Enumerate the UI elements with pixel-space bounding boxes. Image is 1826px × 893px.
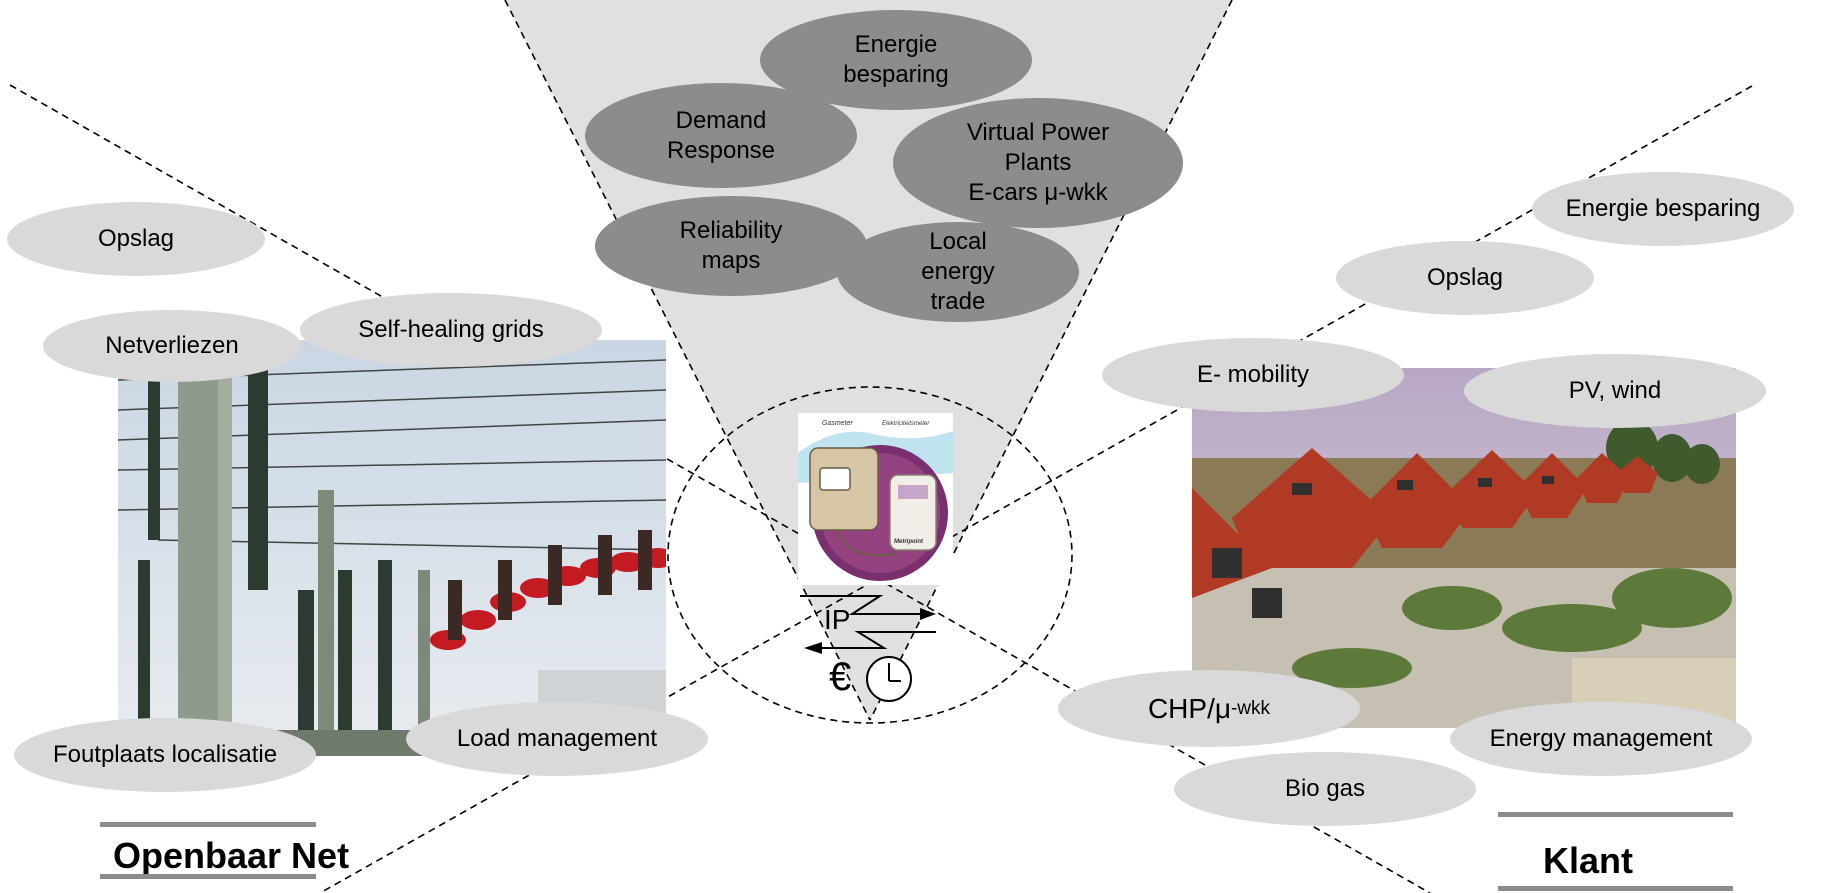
bubble-pv-wind: PV, wind (1464, 354, 1766, 428)
center-ellipse (667, 386, 1073, 724)
klant-label: Klant (1543, 840, 1633, 881)
houses-photo (1192, 368, 1736, 728)
divider-top-left (9, 84, 1431, 893)
bubble-e-mobility: E- mobility (1102, 338, 1404, 412)
bubble-netverliezen: Netverliezen (43, 310, 301, 382)
klant-bar-top (1498, 812, 1733, 817)
clock-icon (866, 656, 912, 702)
bubble-demand-response: Demand Response (585, 83, 857, 188)
bubble-self-healing-grids: Self-healing grids (300, 293, 602, 367)
chp-main-text: CHP/μ (1147, 692, 1231, 724)
bubble-reliability-maps: Reliability maps (595, 196, 867, 296)
openbaar-net-label: Openbaar Net (113, 835, 350, 876)
klant-bar-bottom (1498, 886, 1733, 891)
substation-photo (118, 340, 666, 756)
bubble-local-energy-trade: Local energy trade (837, 222, 1079, 322)
ip-exchange-icon: IP (800, 595, 936, 654)
bubble-opslag-left: Opslag (7, 202, 265, 276)
bubble-energie-besparing-right: Energie besparing (1532, 172, 1794, 246)
smart-meter-image: Gasmeter Elektriciteitsmeter Metripoint (798, 413, 953, 585)
bubble-bio-gas: Bio gas (1174, 752, 1476, 826)
euro-symbol: € (829, 655, 852, 699)
bubble-energy-management: Energy management (1450, 702, 1752, 776)
bubble-chp: CHP/μ-wkk (1058, 670, 1360, 747)
chp-small-text: -wkk (1230, 697, 1271, 719)
bubble-virtual-power-plants: Virtual Power Plants E-cars μ-wkk (893, 98, 1183, 228)
bubble-foutplaats-localisatie: Foutplaats localisatie (14, 718, 316, 792)
funnel-left-edge (504, 0, 871, 721)
metripoint-brand: Metripoint (894, 539, 924, 545)
funnel-right-edge (869, 0, 1233, 721)
bubble-opslag-right: Opslag (1336, 241, 1594, 315)
openbaar-net-bar-bottom (100, 874, 316, 879)
elektriciteitsmeter-caption: Elektriciteitsmeter (882, 421, 930, 427)
ip-label: IP (824, 604, 850, 635)
gasmeter-caption: Gasmeter (822, 420, 853, 427)
openbaar-net-bar-top (100, 822, 316, 827)
bubble-load-management: Load management (406, 702, 708, 776)
